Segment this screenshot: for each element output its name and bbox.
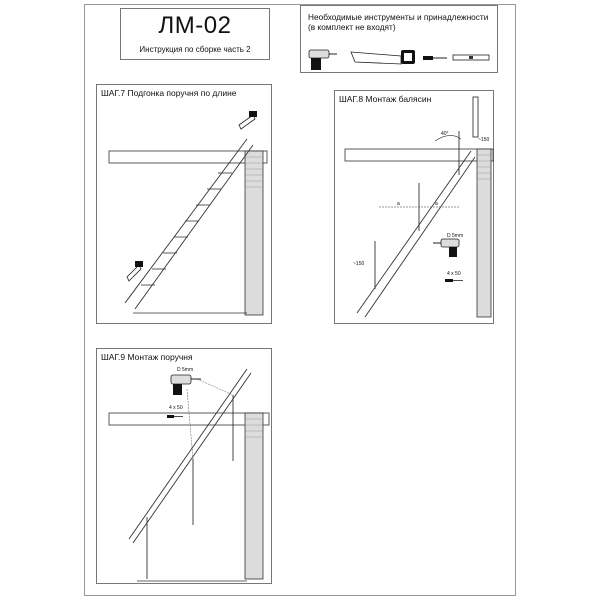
ceiling-slab — [108, 150, 268, 164]
tools-heading: Необходимые инструменты и принадлежности — [308, 12, 489, 22]
step9-illustration: D 5mm 4 x 50 — [108, 367, 270, 582]
spacing-a-label: a — [397, 201, 400, 207]
drill-icon — [433, 238, 460, 257]
screws-label: 4 x 50 — [169, 405, 183, 411]
step7-title: ШАГ.7 Подгонка поручня по длине — [101, 88, 237, 98]
step8-illustration: 40° ~150 a a ~150 D 5mm 4 x 50 — [344, 96, 494, 318]
drill-icon — [170, 374, 201, 395]
drill-icon — [308, 49, 337, 70]
tools-box: Необходимые инструменты и принадлежности… — [300, 5, 498, 73]
saw-icon — [238, 111, 257, 130]
step9-panel: ШАГ.9 Монтаж поручня — [96, 348, 272, 584]
handrail — [128, 368, 248, 540]
saw-icon — [126, 261, 143, 282]
page-subtitle: Инструкция по сборке часть 2 — [139, 45, 251, 54]
step9-title: ШАГ.9 Монтаж поручня — [101, 352, 193, 362]
level-icon — [472, 96, 479, 138]
step8-panel: ШАГ.8 Монтаж балясин 40° ~150 — [334, 90, 494, 324]
page-title: ЛМ-02 — [158, 12, 232, 39]
dim-top-label: ~150 — [478, 137, 489, 143]
title-box: ЛМ-02 Инструкция по сборке часть 2 — [120, 8, 270, 60]
brick-wall — [244, 150, 264, 316]
screw-icon — [445, 279, 463, 282]
screwdriver-icon — [423, 56, 447, 60]
step8-title: ШАГ.8 Монтаж балясин — [339, 94, 432, 104]
tools-note: (в комплект не входят) — [308, 22, 396, 32]
screw-icon — [167, 415, 183, 418]
stair-treads — [141, 172, 232, 286]
level-icon — [452, 54, 490, 61]
page-frame — [84, 4, 516, 596]
saw-icon — [350, 50, 415, 65]
step7-panel: ШАГ.7 Подгонка поручня по длине — [96, 84, 272, 324]
dim-left-label: ~150 — [353, 261, 364, 267]
tools-caption: Необходимые инструменты и принадлежности… — [308, 12, 488, 32]
drill-bit-label: D 5mm — [447, 233, 463, 239]
drill-bit-label: D 5mm — [177, 367, 193, 373]
step7-illustration — [108, 111, 268, 316]
balusters — [146, 395, 234, 579]
screws-label: 4 x 50 — [447, 271, 461, 277]
tools-illustration — [308, 49, 490, 70]
angle-label: 40° — [441, 131, 449, 137]
spacing-b-label: a — [435, 201, 438, 207]
